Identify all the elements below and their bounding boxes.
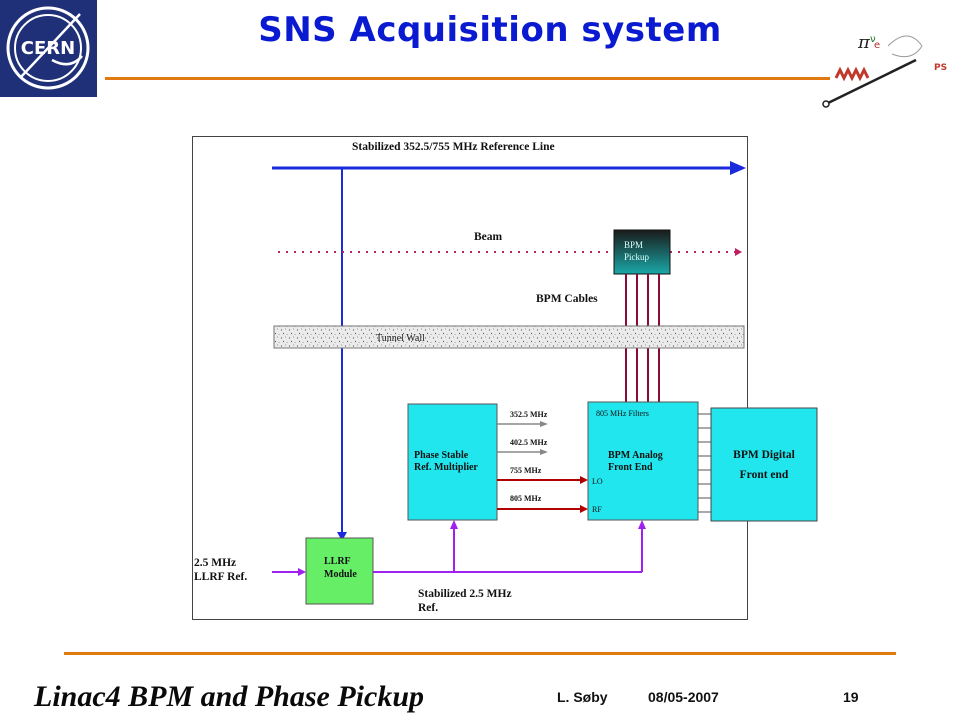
frequency-outputs [497,421,588,513]
multiplier-box [407,403,498,521]
multiplier-label-1: Phase Stable [414,450,469,461]
reference-drop-arrowhead [337,532,347,541]
llrf-module-box [305,537,374,605]
beam-label: Beam [474,231,503,243]
bpm-pickup-box [613,229,671,275]
llrf-label-2: Module [324,569,357,580]
bpm-digital-box [710,407,818,522]
bpm-cables-label: BPM Cables [536,293,598,305]
tunnel-wall [273,325,745,349]
digital-label-2: Front end [740,469,789,481]
ps-logo: π ν e PS [818,18,953,110]
acquisition-diagram: Stabilized 352.5/755 MHz Reference Line … [192,136,748,620]
svg-text:ν: ν [870,34,876,45]
reference-line-arrowhead [730,161,746,175]
analog-digital-connectors [698,413,712,513]
bpm-pickup-label-1: BPM [624,240,643,250]
stabilized-ref-label-1: Stabilized 2.5 MHz [418,588,512,600]
analog-label-1: BPM Analog [608,450,663,461]
llrf-label-1: LLRF [324,556,351,567]
rf-label: RF [592,505,602,514]
reference-line-label: Stabilized 352.5/755 MHz Reference Line [352,141,555,153]
stabilized-ref-lines [373,520,646,573]
multiplier-label-2: Ref. Multiplier [414,462,478,473]
bpm-analog-box [587,401,699,521]
freq-label-805: 805 MHz [510,494,542,503]
freq-label-352: 352.5 MHz [510,410,548,419]
freq-label-402: 402.5 MHz [510,438,548,447]
beam-arrowhead [735,248,742,256]
diagram-frame [192,136,748,620]
analog-label-2: Front End [608,462,653,473]
footer-author: L. Søby [557,689,608,705]
footer-date: 08/05-2007 [648,689,719,705]
top-divider [105,77,830,80]
bottom-divider [64,652,896,655]
ps-logo-text: PS [934,63,947,73]
freq-label-755: 755 MHz [510,466,542,475]
filters-label: 805 MHz Filters [596,409,649,418]
page-number: 19 [843,689,859,705]
svg-text:e: e [874,40,880,51]
footer-title: Linac4 BPM and Phase Pickup [34,680,425,713]
digital-label-1: BPM Digital [733,449,795,461]
bpm-pickup-label-2: Pickup [624,252,650,262]
stabilized-ref-label-2: Ref. [418,602,438,614]
svg-text:π: π [857,32,871,53]
lo-label: LO [592,477,603,486]
llrf-ref-input-arrowhead [298,568,306,576]
llrf-ref-label-1: 2.5 MHz [194,557,236,569]
cern-logo: CERN [0,0,97,97]
page-title: SNS Acquisition system [258,10,722,50]
llrf-ref-label-2: LLRF Ref. [194,571,247,583]
cern-logo-text: CERN [21,38,75,59]
tunnel-wall-label: Tunnel Wall [376,333,425,344]
bpm-digital-block: BPM Digital Front end [710,407,818,522]
